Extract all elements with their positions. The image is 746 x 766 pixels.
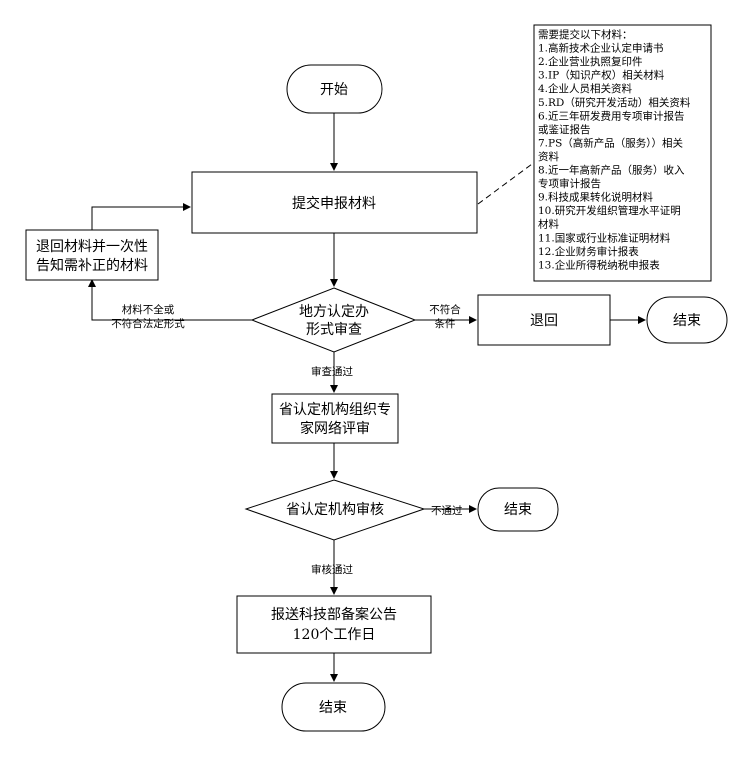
materials-note-line: 5.RD（研究开发活动）相关资料 [538, 96, 691, 109]
report-line-1: 报送科技部备案公告 [271, 606, 397, 623]
materials-note-line: 材料 [538, 218, 559, 231]
materials-note-line: 需要提交以下材料： [538, 28, 633, 41]
report-line-2: 120个工作日 [293, 627, 376, 643]
materials-note-line: 3.IP（知识产权）相关材料 [538, 69, 665, 82]
not-meet-label-line-1: 不符合 [429, 303, 461, 316]
expert-review-line-1: 省认定机构组织专 [279, 402, 391, 418]
submit-shape [191, 171, 478, 234]
expert-review-shape [271, 393, 399, 444]
start-shape [286, 64, 383, 114]
return-materials-line-1: 退回材料并一次性 [36, 239, 148, 255]
expert-review-line-2: 家网络评审 [300, 420, 370, 437]
local-review-decision: 地方认定办 形式审查 [250, 287, 417, 353]
materials-note-line: 8.近一年高新产品（服务）收入 [538, 164, 685, 177]
materials-note-line: 或鉴证报告 [538, 123, 591, 136]
reject-label: 退回 [530, 313, 558, 329]
return-materials-process: 退回材料并一次性 告知需补正的材料 [25, 229, 159, 281]
not-meet-label-line-2: 条件 [435, 317, 456, 330]
end2-terminal: 结束 [477, 487, 559, 532]
report-process: 报送科技部备案公告 120个工作日 [236, 595, 432, 654]
materials-note-line: 2.企业营业执照复印件 [538, 55, 643, 68]
materials-note-line: 专项审计报告 [538, 177, 601, 190]
province-audit-shape [244, 479, 426, 541]
materials-note-line: 6.近三年研发费用专项审计报告 [538, 109, 685, 122]
end1-label: 结束 [673, 313, 701, 329]
start-label: 开始 [320, 82, 348, 98]
materials-note-line: 4.企业人员相关资料 [538, 82, 633, 95]
materials-note-line: 10.研究开发组织管理水平证明 [538, 204, 681, 217]
edge-review-to-return [88, 279, 252, 321]
materials-note-box [533, 24, 712, 282]
materials-note-line: 资料 [538, 150, 559, 163]
audit-pass-label: 审核通过 [311, 563, 353, 576]
materials-note-line: 12.企业财务审计报表 [538, 245, 639, 258]
province-audit-decision: 省认定机构审核 [244, 479, 426, 541]
end1-terminal: 结束 [646, 296, 728, 344]
incomplete-label-line-1: 材料不全或 [122, 303, 175, 316]
note-callout-line [477, 163, 533, 205]
connectors [88, 113, 646, 682]
start-terminal: 开始 [286, 64, 383, 114]
local-review-shape [250, 287, 417, 353]
submit-process: 提交申报材料 [191, 171, 478, 234]
review-pass-label: 审查通过 [311, 365, 353, 378]
local-review-line-1: 地方认定办 [299, 304, 369, 320]
materials-note-lines: 需要提交以下材料：1.高新技术企业认定申请书2.企业营业执照复印件3.IP（知识… [538, 28, 691, 271]
materials-note-line: 11.国家或行业标准证明材料 [538, 231, 671, 244]
end1-shape [646, 296, 728, 344]
end2-shape [477, 487, 559, 532]
end3-terminal: 结束 [281, 682, 386, 732]
materials-note-line: 13.企业所得税纳税申报表 [538, 258, 660, 271]
expert-review-process: 省认定机构组织专 家网络评审 [271, 393, 399, 444]
materials-note-line: 1.高新技术企业认定申请书 [538, 42, 664, 55]
submit-label: 提交申报材料 [292, 195, 376, 212]
end3-label: 结束 [319, 700, 347, 716]
return-materials-shape [25, 229, 159, 281]
report-shape [236, 595, 432, 654]
edge-labels: 材料不全或 不符合法定形式 不符合 条件 审查通过 不通过 审核通过 [111, 303, 463, 576]
end2-label: 结束 [504, 502, 532, 518]
incomplete-label-line-2: 不符合法定形式 [111, 317, 185, 330]
province-audit-label: 省认定机构审核 [286, 502, 384, 518]
return-materials-line-2: 告知需补正的材料 [36, 257, 148, 274]
reject-shape [477, 294, 611, 346]
materials-note: 需要提交以下材料：1.高新技术企业认定申请书2.企业营业执照复印件3.IP（知识… [533, 24, 712, 282]
end3-shape [281, 682, 386, 732]
local-review-line-2: 形式审查 [306, 322, 362, 338]
not-pass-label: 不通过 [431, 504, 463, 517]
materials-note-line: 9.科技成果转化说明材料 [538, 191, 654, 204]
reject-process: 退回 [477, 294, 611, 346]
edge-return-to-submit [91, 203, 191, 230]
materials-note-line: 7.PS（高新产品（服务））相关 [538, 136, 684, 149]
